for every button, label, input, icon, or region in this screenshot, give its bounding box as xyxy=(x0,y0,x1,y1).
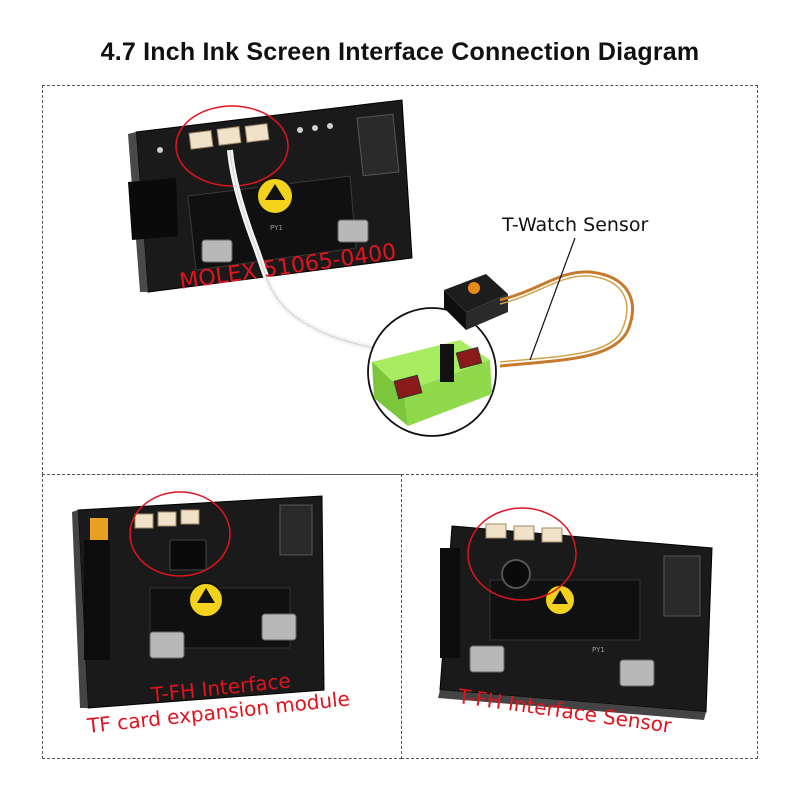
bottom-right-frame xyxy=(401,474,758,759)
top-board-text: PY1 xyxy=(270,224,283,232)
t-watch-sensor-label: T-Watch Sensor xyxy=(502,214,649,236)
servo-motor xyxy=(444,274,508,330)
bottom-right-board-text: PY1 xyxy=(592,646,605,654)
top-ink-screen-board xyxy=(128,99,413,293)
diagram-title: 4.7 Inch Ink Screen Interface Connection… xyxy=(100,38,700,66)
